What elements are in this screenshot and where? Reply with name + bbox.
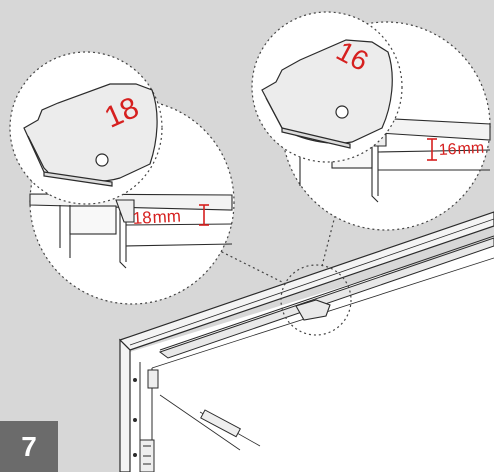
leader-line-left xyxy=(217,249,287,285)
left-measurement-value: 18 xyxy=(132,208,152,228)
right-measurement-label: 16mm xyxy=(438,140,484,159)
right-measurement-value: 16 xyxy=(438,141,457,159)
left-dimension-marker xyxy=(199,204,209,226)
left-measurement-unit: mm xyxy=(152,206,181,226)
right-detail xyxy=(251,11,491,231)
focus-circle xyxy=(280,264,352,336)
left-detail xyxy=(9,51,235,305)
cabinet-frame xyxy=(118,211,494,472)
right-dimension-marker xyxy=(427,138,437,161)
left-measurement-label: 18mm xyxy=(132,206,181,227)
step-number-badge: 7 xyxy=(0,421,58,472)
leader-line-right xyxy=(321,211,337,267)
right-measurement-unit: mm xyxy=(457,140,485,158)
